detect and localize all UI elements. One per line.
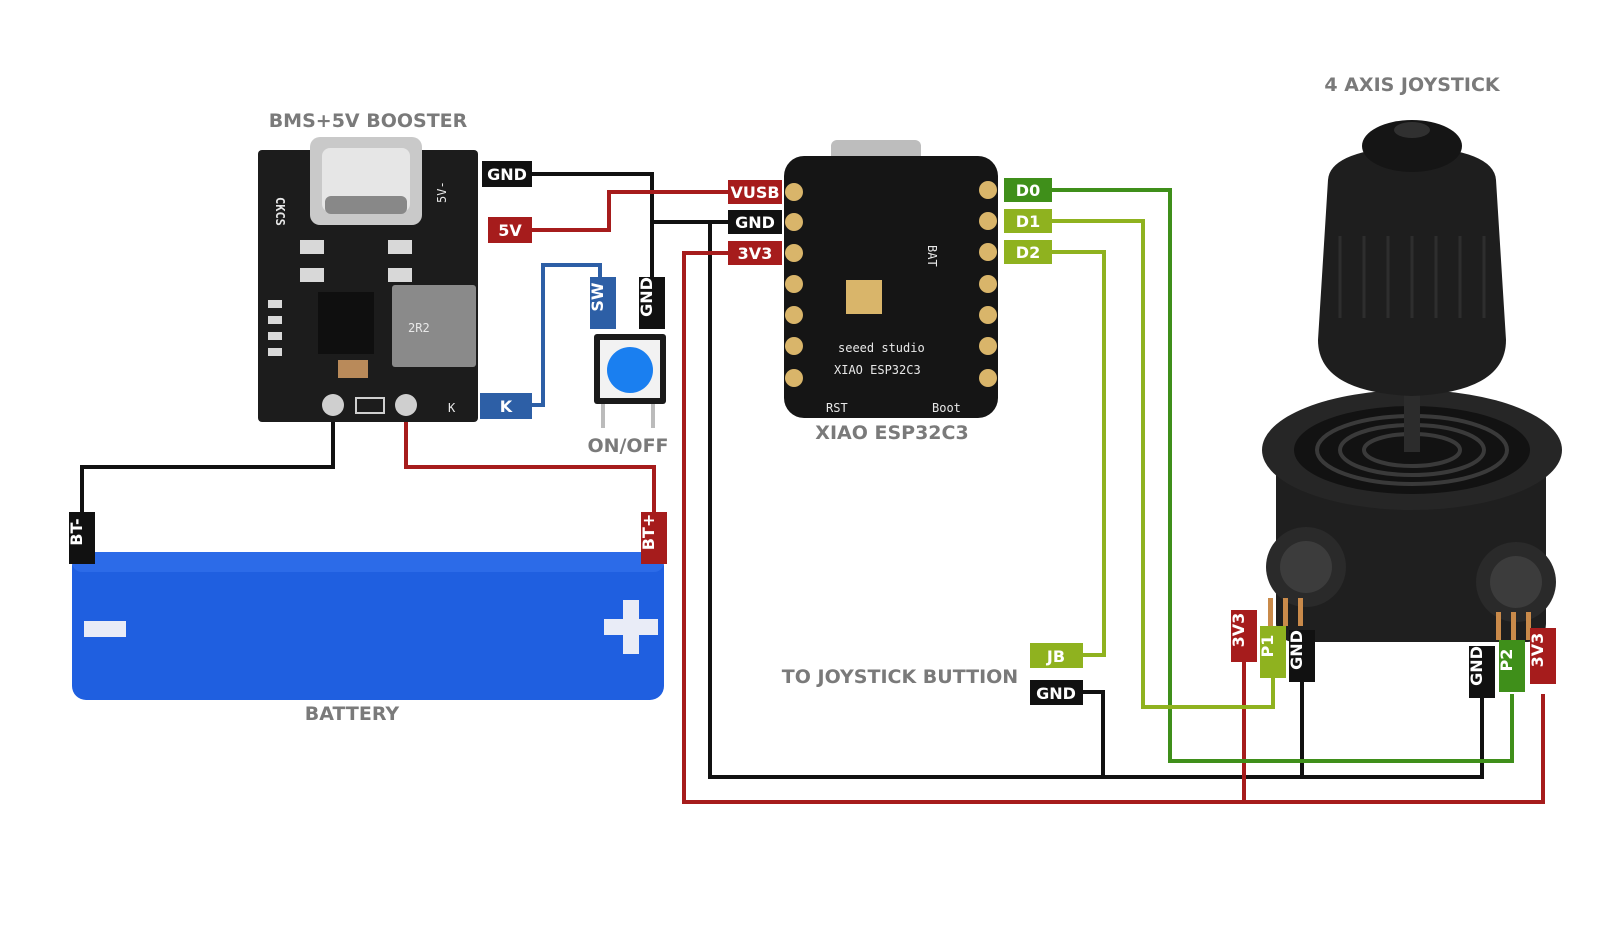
esp-rst-text: RST <box>826 401 848 415</box>
button-cap <box>607 347 653 393</box>
joystick-button-title: TO JOYSTICK BUTTION <box>782 666 1018 688</box>
tag-esp-vusb: VUSB <box>728 180 782 204</box>
tag-joy-right-gnd: GND <box>1467 646 1495 698</box>
svg-text:D1: D1 <box>1016 212 1040 231</box>
svg-text:JB: JB <box>1046 647 1065 666</box>
wire-d2-jb <box>1050 250 1106 657</box>
svg-text:BT-: BT- <box>67 518 86 545</box>
push-button <box>594 334 666 428</box>
tag-esp-gnd: GND <box>728 210 782 234</box>
tag-bt-pos: BT+ <box>639 512 667 564</box>
esp32c3-board: seeed studio XIAO ESP32C3 RST Boot BAT <box>784 140 998 418</box>
tag-joy-right-p2: P2 <box>1497 640 1525 692</box>
svg-text:5V: 5V <box>498 221 522 240</box>
tag-joy-left-gnd: GND <box>1287 630 1315 682</box>
esp-title: XIAO ESP32C3 <box>815 422 968 444</box>
esp-pads <box>785 181 997 387</box>
esp-model-text: XIAO ESP32C3 <box>834 363 921 377</box>
tag-jb-gnd: GND <box>1030 680 1083 705</box>
svg-text:GND: GND <box>1467 646 1486 686</box>
svg-text:GND: GND <box>1287 630 1306 670</box>
wire-jb-gnd <box>1083 690 1105 777</box>
wires <box>80 172 1545 804</box>
wire-k-sw <box>532 263 602 407</box>
esp-bat-text: BAT <box>925 245 939 267</box>
bms-brand-text: CKCS <box>273 197 287 226</box>
wire-d0-p2 <box>1050 188 1514 763</box>
svg-text:GND: GND <box>487 165 527 184</box>
tag-joy-left-p1: P1 <box>1258 626 1286 678</box>
bms-bt-neg-pad <box>322 394 344 416</box>
tag-esp-d2: D2 <box>1004 240 1052 264</box>
svg-text:GND: GND <box>637 277 656 317</box>
tag-esp-d1: D1 <box>1004 209 1052 233</box>
esp-chip-pad <box>846 280 882 314</box>
tag-switch-sw: SW <box>588 277 616 329</box>
battery <box>72 552 664 700</box>
svg-text:SW: SW <box>588 282 607 312</box>
wire-bt-pos <box>404 405 656 515</box>
onoff-title: ON/OFF <box>587 435 668 457</box>
svg-text:3V3: 3V3 <box>1528 633 1547 668</box>
tag-jb: JB <box>1030 643 1083 668</box>
svg-text:P1: P1 <box>1258 635 1277 658</box>
bms-board: CKCS 5V- 2R2 K <box>258 137 478 422</box>
wire-esp-gnd-bus <box>708 220 1484 779</box>
svg-text:P2: P2 <box>1497 649 1516 672</box>
bms-5v-text: 5V- <box>435 181 449 203</box>
bms-title: BMS+5V BOOSTER <box>269 110 468 132</box>
battery-minus-icon <box>84 621 126 637</box>
wire-bt-neg <box>80 405 335 515</box>
tag-bms-5v: 5V <box>488 217 532 243</box>
joystick <box>1262 120 1562 642</box>
svg-text:3V3: 3V3 <box>1229 613 1248 648</box>
battery-body <box>72 552 664 700</box>
tag-bms-k: K <box>480 393 532 419</box>
tag-esp-d0: D0 <box>1004 178 1052 202</box>
tag-bms-gnd: GND <box>482 161 532 187</box>
inductor <box>392 285 476 367</box>
wire-bms-gnd <box>519 172 728 224</box>
tag-esp-3v3: 3V3 <box>728 241 782 265</box>
chip <box>318 292 374 354</box>
svg-text:GND: GND <box>1036 684 1076 703</box>
bms-k-text: K <box>448 401 456 415</box>
battery-title: BATTERY <box>305 703 400 725</box>
svg-text:D2: D2 <box>1016 243 1040 262</box>
svg-text:3V3: 3V3 <box>738 244 773 263</box>
svg-text:K: K <box>500 397 513 416</box>
tag-joy-right-3v3: 3V3 <box>1528 628 1556 684</box>
wire-esp-3v3-bus <box>682 251 1545 804</box>
joystick-title: 4 AXIS JOYSTICK <box>1324 74 1501 96</box>
svg-text:VUSB: VUSB <box>730 183 779 202</box>
svg-text:BT+: BT+ <box>639 514 658 551</box>
svg-text:D0: D0 <box>1016 181 1040 200</box>
tag-bt-neg: BT- <box>67 512 95 564</box>
inductor-text: 2R2 <box>408 321 430 335</box>
tag-joy-left-3v3: 3V3 <box>1229 610 1257 662</box>
esp-brand-text: seeed studio <box>838 341 925 355</box>
esp-boot-text: Boot <box>932 401 961 415</box>
wire-d1-p1-path <box>1050 219 1275 709</box>
tag-switch-gnd: GND <box>637 277 665 329</box>
wire-5v-vusb <box>532 190 728 232</box>
svg-text:GND: GND <box>735 213 775 232</box>
bms-bt-pos-pad <box>395 394 417 416</box>
